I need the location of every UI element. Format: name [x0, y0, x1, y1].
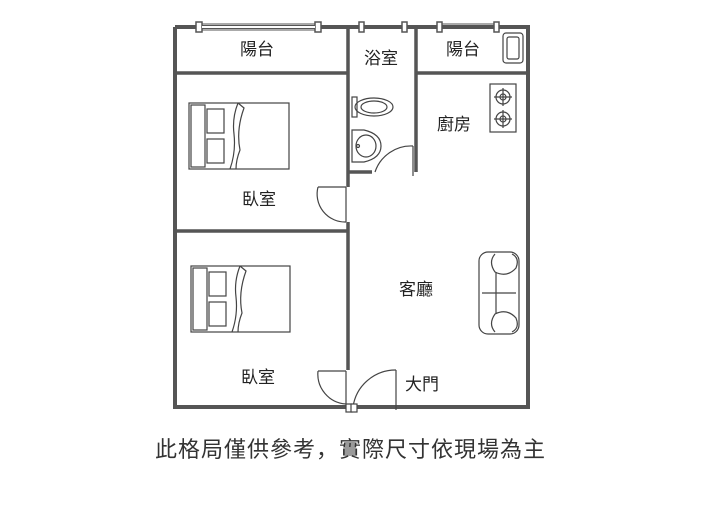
bed-icon: [190, 265, 291, 333]
sofa-icon: [478, 251, 520, 335]
door-swing-icon: [374, 145, 414, 176]
disclaimer-caption: 此格局僅供參考，實際尺寸依現場為主: [154, 438, 546, 463]
interior-walls: [175, 27, 528, 370]
stove-icon: [489, 83, 517, 133]
window-marks: [195, 21, 500, 33]
room-label-bedroom-bottom: 臥室: [241, 368, 275, 388]
room-label-bathroom: 浴室: [364, 49, 398, 69]
outer-walls: [173, 25, 530, 409]
bed-icon: [188, 102, 290, 170]
door-swing-icon: [345, 369, 397, 413]
toilet-icon: [351, 96, 394, 118]
room-label-main-door: 大門: [405, 375, 439, 395]
room-label-living-room: 客廳: [399, 280, 433, 300]
room-label-bedroom-top: 臥室: [242, 190, 276, 210]
room-label-balcony-right: 陽台: [446, 40, 480, 60]
sink-icon: [351, 129, 382, 163]
washer-icon: [502, 32, 524, 64]
door-swing-icon: [317, 370, 347, 405]
room-label-balcony-left: 陽台: [240, 40, 274, 60]
room-label-kitchen: 廚房: [437, 114, 471, 135]
door-swing-icon: [316, 186, 347, 223]
